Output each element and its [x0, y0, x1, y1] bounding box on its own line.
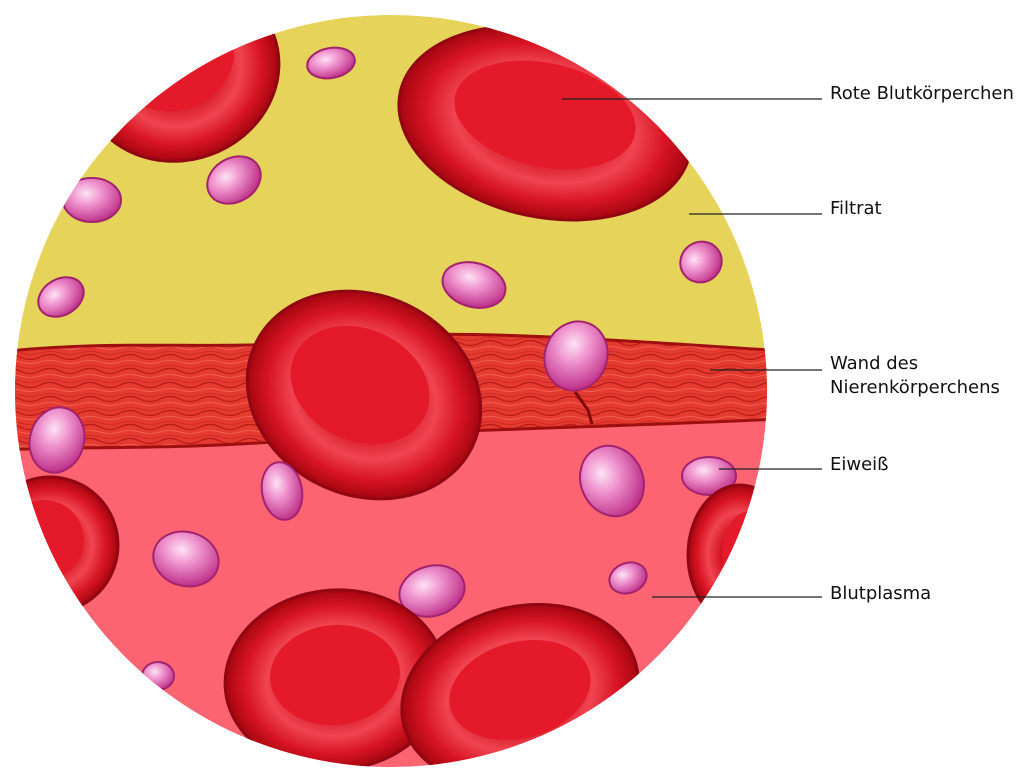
protein-cell [28, 406, 86, 474]
leader-lines [562, 98, 822, 598]
label-red-blood-cells: Rote Blutkörperchen [830, 83, 1014, 104]
protein-cell [260, 461, 304, 521]
red-blood-cell [686, 483, 767, 627]
protein-cell [62, 177, 122, 223]
protein-cell [579, 444, 645, 518]
protein-cell [679, 240, 723, 284]
protein-cell [141, 661, 175, 691]
protein-cell [608, 561, 648, 595]
protein-cell [681, 456, 737, 496]
protein-cell [398, 564, 466, 618]
protein-cell [306, 46, 356, 80]
label-capsule-wall-line2: Nierenkörperchens [830, 377, 1000, 398]
protein-cell [37, 276, 85, 318]
label-filtrate: Filtrat [830, 198, 882, 219]
protein-cell [441, 261, 507, 309]
label-protein: Eiweiß [830, 454, 889, 475]
protein-cell [543, 320, 609, 392]
protein-cell [206, 155, 262, 205]
protein-cell [152, 530, 220, 588]
label-capsule-wall: Wand des Nierenkörperchens [830, 352, 1000, 400]
label-blood-plasma: Blutplasma [830, 583, 932, 604]
label-capsule-wall-line1: Wand des [830, 353, 919, 374]
